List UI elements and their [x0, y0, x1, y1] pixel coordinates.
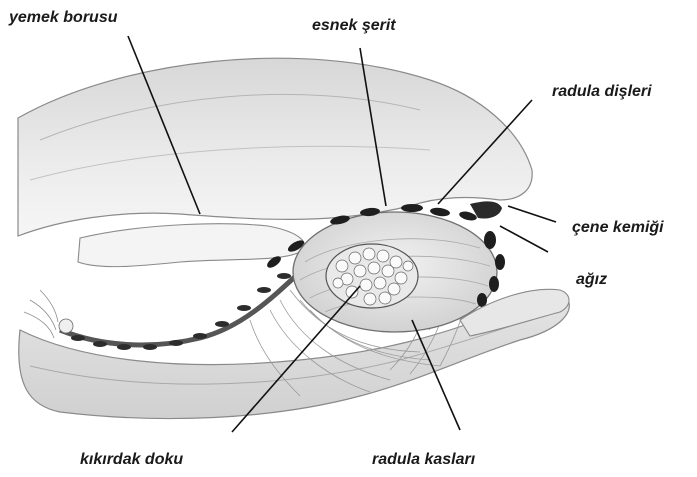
label-agiz: ağız: [576, 272, 607, 288]
label-yemek-borusu: yemek borusu: [9, 10, 117, 26]
leader-cene-kemigi-2: [500, 226, 548, 252]
label-kikirdak-doku: kıkırdak doku: [80, 452, 183, 468]
label-esnek-serit: esnek şerit: [312, 18, 396, 34]
label-radula-disleri: radula dişleri: [552, 84, 652, 100]
label-cene-kemigi: çene kemiği: [572, 220, 664, 236]
leader-cene-kemigi-1: [508, 206, 556, 222]
nerve-tuft: [24, 290, 73, 338]
label-radula-kaslari: radula kasları: [372, 452, 475, 468]
radula-ribbon: [60, 272, 300, 345]
